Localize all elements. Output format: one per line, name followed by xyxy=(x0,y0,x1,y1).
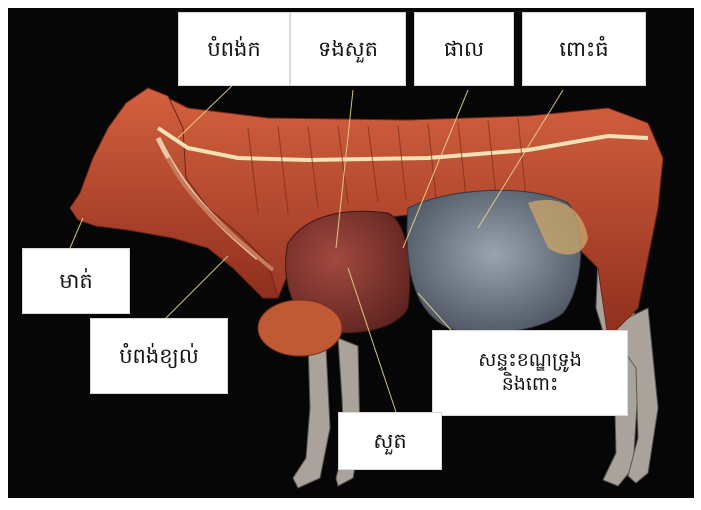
label-diaphragm-rumen: សន្ទះខណ្ឌទ្រូង និងពោះ xyxy=(432,330,628,416)
label-diaphragm-line1: សន្ទះខណ្ឌទ្រូង xyxy=(478,349,582,373)
label-lungs-bronchi: ទងសួត xyxy=(290,12,406,86)
brisket xyxy=(258,300,342,356)
label-trachea: បំពង់ខ្យល់ xyxy=(90,318,228,394)
label-lung: សួត xyxy=(338,412,442,470)
label-mouth: មាត់ xyxy=(22,248,130,314)
label-diaphragm-line2: និងពោះ xyxy=(502,373,559,397)
label-spleen: ផាល xyxy=(414,12,514,86)
label-esophagus: បំពង់ក xyxy=(178,12,290,86)
label-rumen: ពោះធំ xyxy=(522,12,646,86)
anatomy-photo-frame: បំពង់ក ទងសួត ផាល ពោះធំ មាត់ បំពង់ខ្យល់ ស… xyxy=(8,8,694,498)
